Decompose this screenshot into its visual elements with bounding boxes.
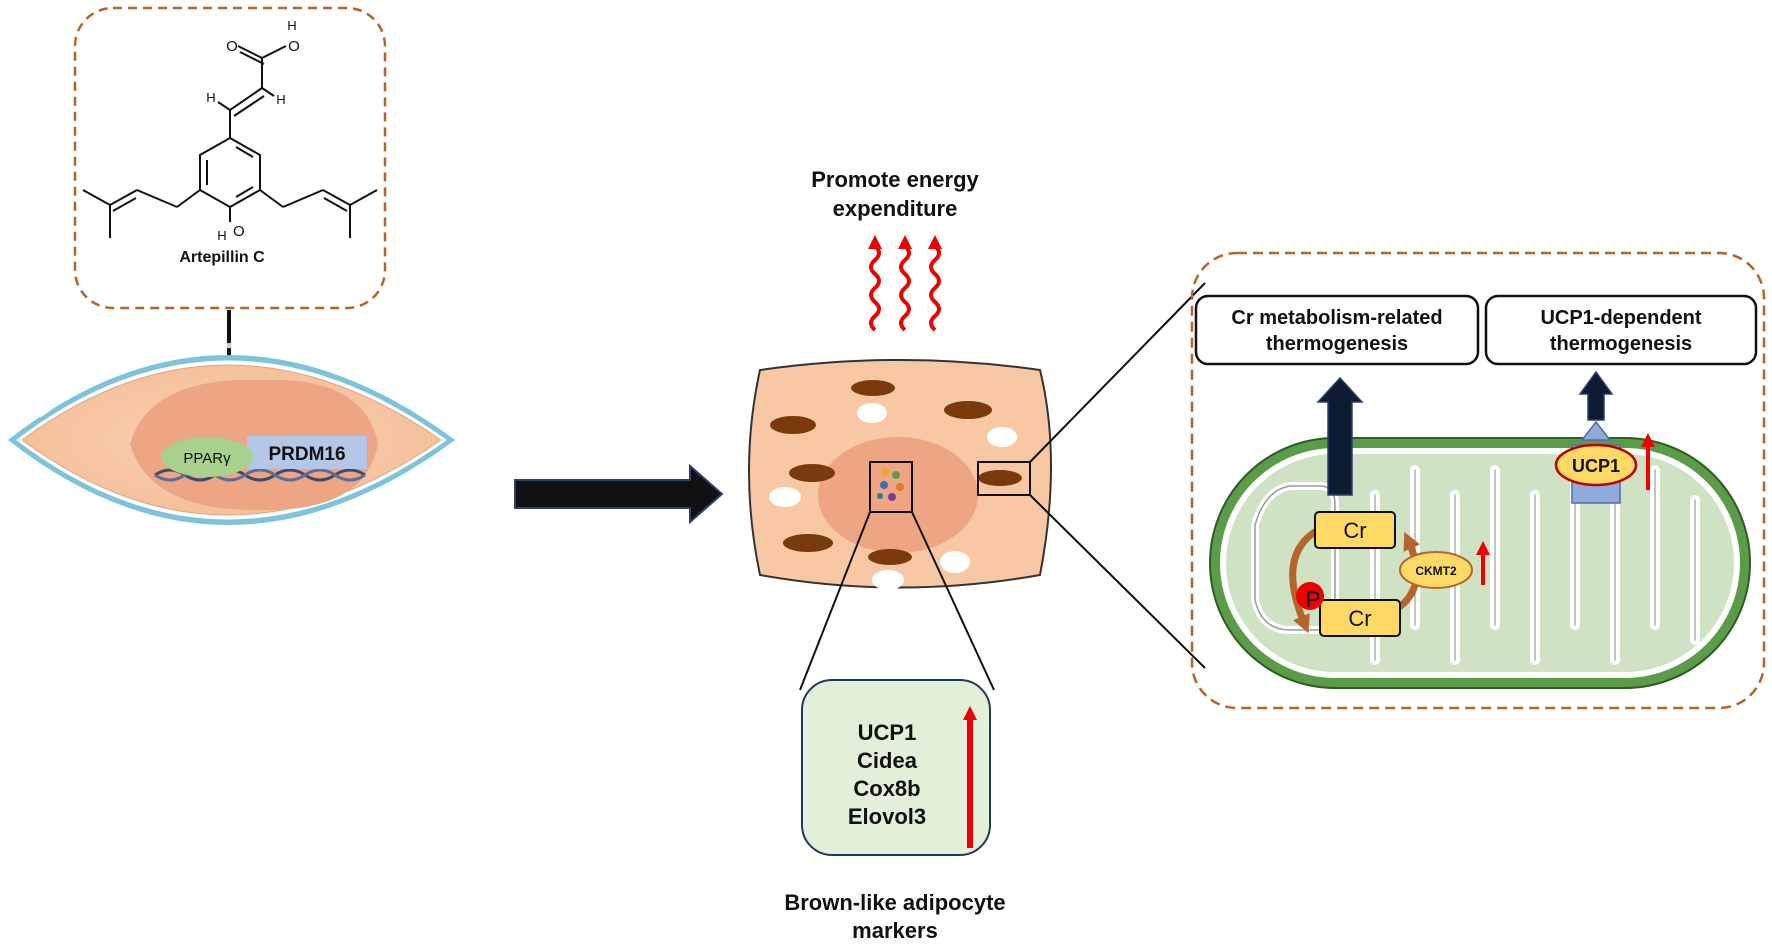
energy-line-2: expenditure	[833, 196, 958, 221]
lipid-droplets	[769, 403, 1017, 590]
marker-dot	[880, 481, 888, 489]
creatine-top-label: Cr	[1343, 518, 1366, 543]
brown-droplet	[789, 464, 835, 482]
phenol-hydrogen: H	[217, 228, 226, 243]
creatine-bottom-label: Cr	[1348, 606, 1371, 631]
heat-wave-2	[898, 235, 912, 332]
markers-panel: UCP1 Cidea Cox8b Elovol3	[801, 679, 991, 856]
brown-droplet	[944, 401, 992, 419]
ppar-gamma-label: PPARγ	[183, 450, 231, 467]
cr-thermogenesis-arrow	[1316, 376, 1364, 496]
marker-elovol3: Elovol3	[848, 804, 926, 829]
mitochondrion-zoom-box	[977, 461, 1031, 496]
marker-dot	[877, 493, 883, 499]
lipid-droplet	[769, 487, 801, 507]
thermogenesis-panel: Cr metabolism-related thermogenesis UCP1…	[1190, 251, 1766, 710]
heat-wave-3	[928, 235, 942, 332]
ucp1-box-line-1: UCP1-dependent	[1540, 307, 1701, 329]
ucp1-thermogenesis-box	[1484, 294, 1758, 366]
thermogenesis-dashed-border	[1190, 251, 1766, 710]
brown-droplet	[978, 470, 1022, 486]
artepillin-structure	[82, 45, 378, 238]
lipid-droplet	[940, 551, 970, 573]
differentiation-arrow	[514, 463, 724, 525]
marker-dot	[892, 471, 900, 479]
ppar-gamma-protein	[161, 437, 253, 477]
marker-dot	[888, 493, 896, 501]
lipid-droplet	[987, 427, 1017, 447]
brown-droplet	[783, 534, 833, 552]
cell-highlight	[37, 342, 273, 418]
molecule-dashed-border	[73, 6, 387, 310]
brown-droplets	[770, 380, 1022, 565]
heat-waves	[868, 235, 942, 332]
precursor-cell: PRDM16 PPARγ	[8, 342, 455, 525]
cr-box-line-1: Cr metabolism-related	[1231, 307, 1442, 329]
energy-line-1: Promote energy	[811, 167, 979, 192]
zoom-line-right	[911, 511, 995, 691]
prdm16-label: PRDM16	[268, 444, 345, 465]
brown-adipocyte	[748, 359, 1052, 590]
phenol-oxygen: O	[233, 223, 245, 240]
markers-caption-line-2: markers	[852, 918, 938, 943]
brown-droplet	[770, 416, 816, 434]
ucp1-box-line-2: thermogenesis	[1550, 333, 1692, 355]
acid-hydrogen: H	[287, 18, 296, 33]
nucleus-zoom-box	[869, 461, 913, 513]
phosphate-label: P	[1306, 587, 1321, 612]
brown-droplet	[868, 549, 912, 565]
hydroxyl-oxygen: O	[288, 38, 300, 55]
creatine-box-bottom	[1319, 599, 1401, 637]
carbonyl-oxygen: O	[226, 38, 238, 55]
marker-ucp1: UCP1	[858, 720, 917, 745]
vinyl-hydrogen-2: H	[276, 92, 285, 107]
creatine-box-top	[1314, 511, 1396, 549]
marker-cox8b: Cox8b	[853, 776, 920, 801]
heat-wave-1	[868, 235, 882, 332]
dna-strand-1	[154, 468, 366, 482]
cr-box-line-2: thermogenesis	[1266, 333, 1408, 355]
ucp1-channel-top	[1580, 420, 1612, 441]
brown-droplet	[851, 380, 895, 396]
zoom-line-left	[799, 511, 871, 691]
prdm16-protein	[247, 436, 367, 469]
ucp1-protein	[1554, 443, 1638, 487]
ckmt2-enzyme	[1399, 551, 1473, 589]
ucp1-protein-label: UCP1	[1572, 456, 1620, 476]
molecule-name: Artepillin C	[179, 249, 265, 266]
lipid-droplet	[872, 570, 904, 590]
molecule-panel: O O H H H H O Artepillin C	[73, 6, 387, 310]
zoom-line-upper	[1029, 282, 1206, 463]
vinyl-hydrogen-1: H	[206, 90, 215, 105]
markers-box	[801, 679, 991, 856]
marker-dot	[896, 483, 904, 491]
adipocyte-nucleus	[818, 437, 978, 553]
cr-phosphorylation-arrow	[1289, 526, 1320, 634]
phosphate-circle	[1296, 582, 1324, 610]
marker-cidea: Cidea	[857, 748, 918, 773]
marker-dot	[881, 468, 889, 476]
cr-thermogenesis-box	[1194, 294, 1480, 366]
lipid-droplet	[857, 403, 887, 423]
ucp1-thermogenesis-arrow	[1578, 370, 1614, 421]
zoom-line-lower	[1029, 494, 1206, 669]
markers-caption-line-1: Brown-like adipocyte	[784, 890, 1005, 915]
ckmt2-label: CKMT2	[1415, 564, 1457, 578]
